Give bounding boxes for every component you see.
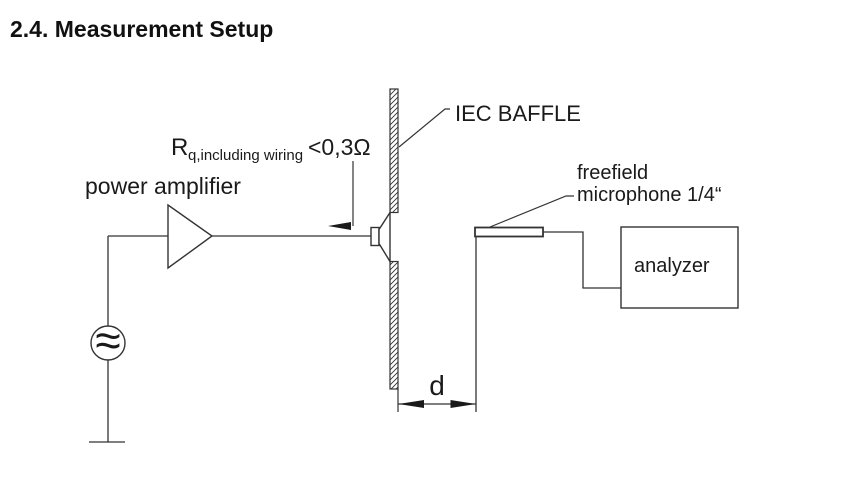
- distance-label: d: [429, 370, 445, 401]
- resistance-symbol: R: [171, 134, 188, 161]
- power-amplifier-triangle: [167, 203, 214, 270]
- baffle-upper: [389, 88, 399, 214]
- iec-baffle-label: IEC BAFFLE: [455, 101, 581, 126]
- section-title: 2.4. Measurement Setup: [10, 16, 273, 42]
- baffle-lower: [389, 260, 399, 390]
- ac-source-wave-symbol: ≈: [95, 314, 120, 366]
- dimension-arrow-right: [450, 400, 476, 408]
- microphone-leader-line: [489, 195, 574, 228]
- resistance-value: <0,3Ω: [308, 134, 371, 160]
- power-amplifier-label: power amplifier: [85, 173, 241, 199]
- analyzer-box: [620, 226, 739, 309]
- analyzer-label: analyzer: [634, 255, 710, 277]
- microphone-label-line1: freefield: [577, 162, 648, 184]
- resistance-subscript: q,including wiring: [188, 147, 303, 164]
- resistance-arrowhead: [328, 222, 351, 230]
- baffle-leader-line: [398, 108, 450, 148]
- speaker-magnet: [370, 226, 380, 247]
- microphone-body: [474, 226, 544, 238]
- wire-mic-to-analyzer: [543, 231, 621, 289]
- dimension-arrow-left: [398, 400, 424, 408]
- microphone-label-line2: microphone 1/4“: [577, 184, 722, 206]
- ac-source-circle: [90, 325, 126, 361]
- speaker-cone: [378, 210, 391, 264]
